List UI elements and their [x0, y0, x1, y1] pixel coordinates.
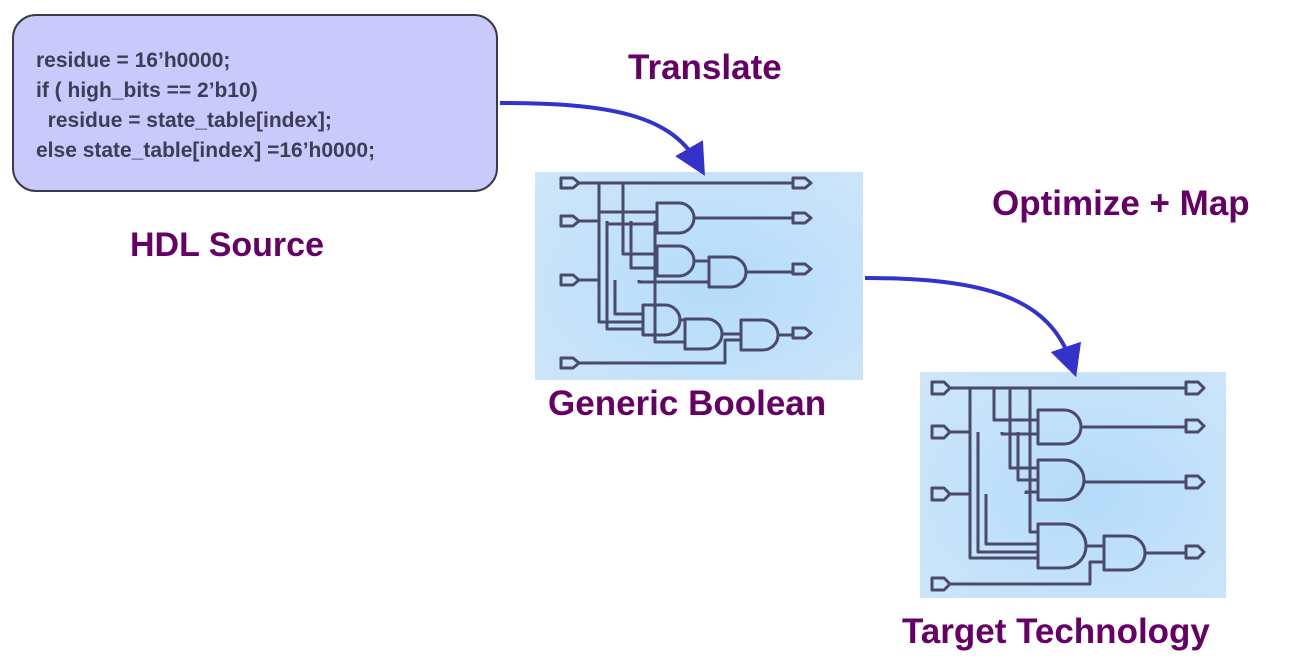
output-port: [791, 262, 813, 276]
code-line-3: residue = state_table[index];: [36, 109, 332, 132]
translate-arrow: [499, 101, 705, 176]
code-line-1: residue = 16’h0000;: [36, 49, 231, 72]
and-gate: [1036, 522, 1088, 570]
optimize-arrow: [864, 276, 1082, 378]
target-technology-circuit: [920, 372, 1226, 598]
and-gate: [707, 255, 748, 289]
and-gate: [641, 303, 682, 337]
input-port: [559, 356, 581, 370]
optimize-map-label: Optimize + Map: [992, 184, 1250, 223]
input-port: [930, 576, 952, 592]
and-gate: [1036, 458, 1086, 502]
input-port: [930, 424, 952, 440]
generic-boolean-circuit: [535, 172, 863, 380]
target-technology-schematic: [930, 380, 1206, 592]
and-gate: [739, 318, 780, 352]
and-gate: [1102, 534, 1147, 572]
input-port: [930, 486, 952, 502]
translate-label: Translate: [628, 48, 782, 87]
target-technology-label: Target Technology: [902, 612, 1210, 651]
output-port: [791, 211, 813, 225]
input-port: [559, 176, 581, 190]
output-port: [791, 176, 813, 190]
output-port: [1184, 544, 1206, 560]
code-line-2: if ( high_bits == 2’b10): [36, 79, 258, 102]
generic-boolean-label: Generic Boolean: [548, 384, 827, 423]
output-port: [1184, 380, 1206, 396]
and-gate: [655, 201, 696, 235]
input-port: [559, 273, 581, 287]
input-port: [930, 380, 952, 396]
hdl-source-box: residue = 16’h0000; if ( high_bits == 2’…: [12, 14, 498, 192]
and-gate: [683, 317, 724, 351]
output-port: [791, 326, 813, 340]
output-port: [1184, 474, 1206, 490]
hdl-source-label: HDL Source: [130, 226, 324, 264]
generic-boolean-schematic: [559, 176, 813, 370]
code-line-4: else state_table[index] =16’h0000;: [36, 139, 376, 162]
output-port: [1184, 418, 1206, 434]
input-port: [559, 214, 581, 228]
and-gate: [1036, 408, 1083, 446]
and-gate: [655, 244, 696, 278]
